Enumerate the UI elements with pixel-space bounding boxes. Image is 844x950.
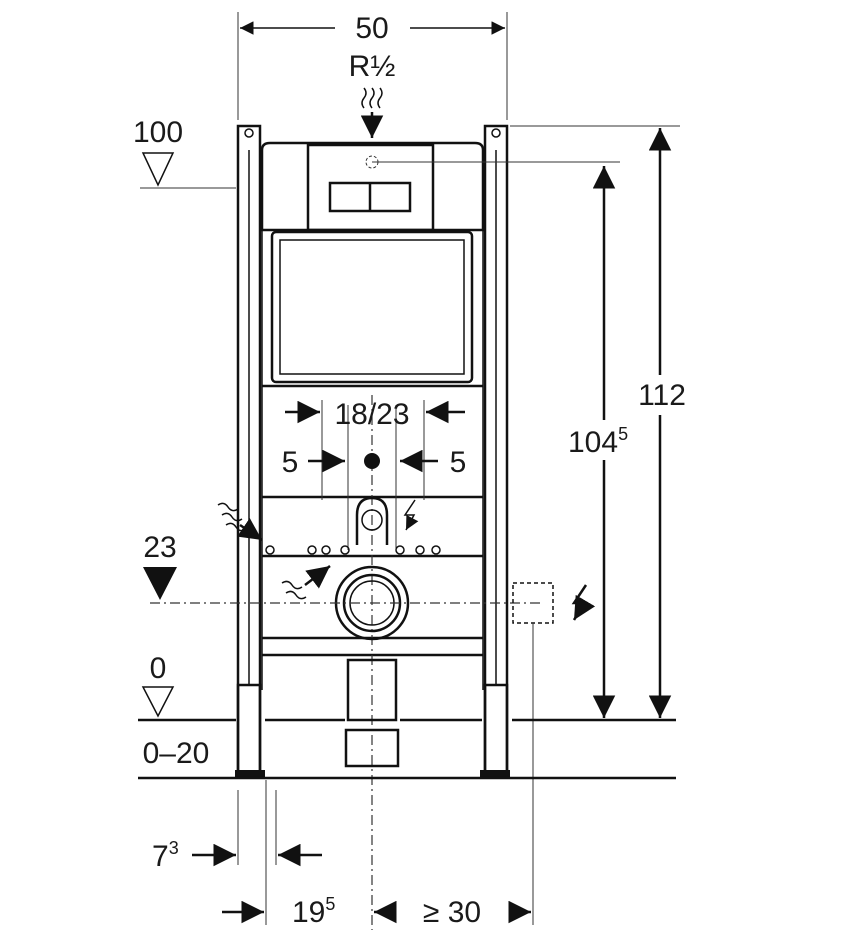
level-23-label: 23: [143, 531, 176, 564]
offset-right-label: 5: [450, 446, 467, 479]
width-label: 50: [355, 12, 388, 45]
height-dimensions: 112 1045: [510, 125, 690, 718]
side-clearance-label: ≥ 30: [423, 896, 481, 929]
offset-left-label: 5: [282, 446, 299, 479]
level-23-marker: 23: [143, 531, 177, 600]
height-actuator-label: 1045: [568, 424, 628, 459]
floor-level: 0 0–20: [138, 652, 676, 780]
floor-range-label: 0–20: [143, 737, 210, 770]
level-100-marker: 100: [133, 116, 236, 189]
water-connection-label: R½: [349, 50, 396, 83]
bottom-dimensions: 73 195 ≥ 30: [152, 780, 531, 929]
water-supply-icon: [217, 502, 331, 600]
water-inlet-icon: [360, 87, 384, 138]
spacing-dimension: 18/23 5 5: [282, 398, 467, 500]
drain-offset-label: 195: [292, 894, 335, 929]
height-total-label: 112: [638, 379, 686, 412]
electrical-icon: [403, 499, 596, 621]
level-0-label: 0: [150, 652, 167, 685]
spacing-label: 18/23: [334, 398, 409, 431]
foot-depth-label: 73: [152, 838, 179, 873]
level-100-label: 100: [133, 116, 183, 149]
width-dimension: 50: [237, 12, 508, 120]
frame: [150, 124, 620, 930]
